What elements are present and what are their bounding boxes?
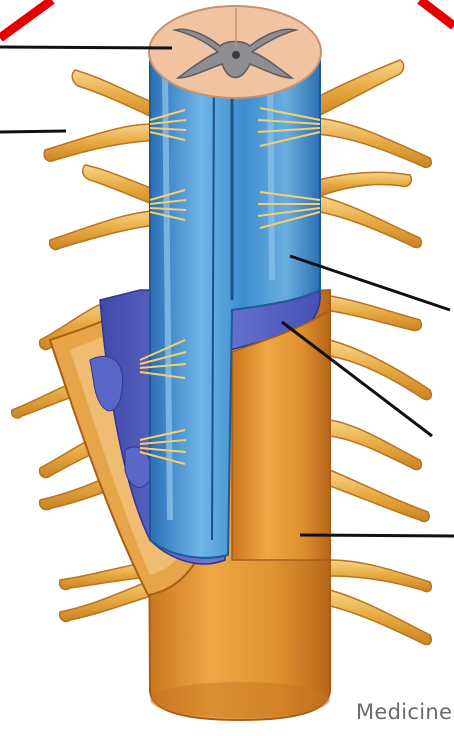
cord-cross-section	[149, 6, 321, 98]
watermark-text: Medicine	[356, 700, 452, 724]
